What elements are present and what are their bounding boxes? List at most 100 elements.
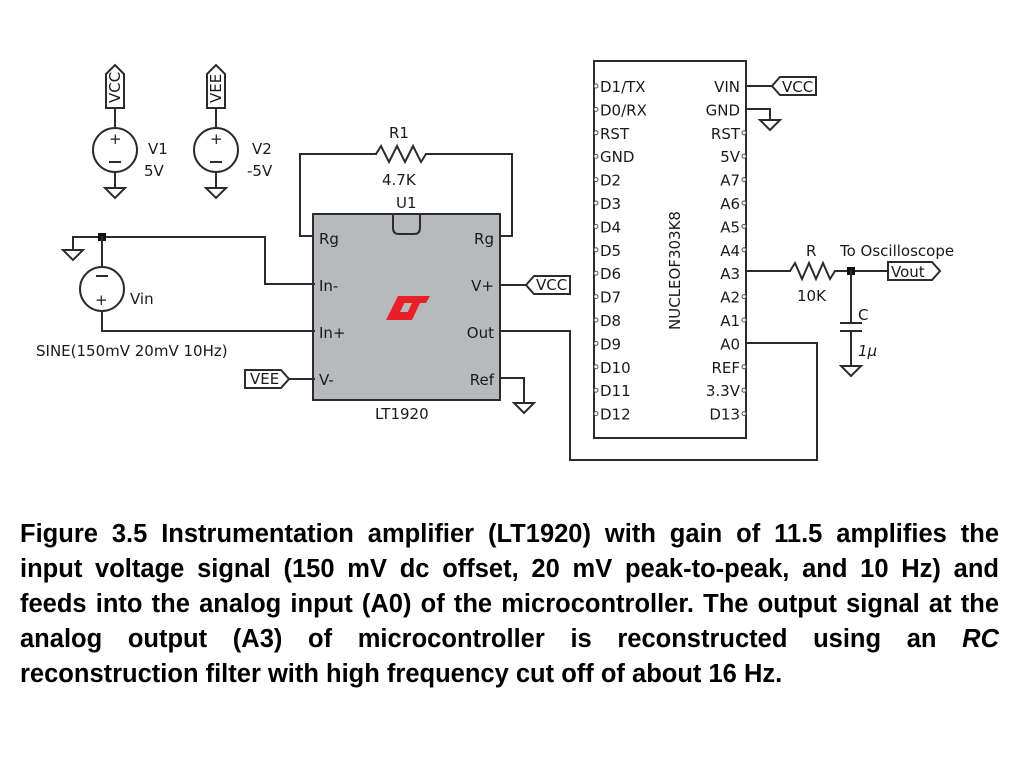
pin-stub xyxy=(741,411,747,417)
pin-stub xyxy=(593,340,599,346)
vee-flag-label: VEE xyxy=(250,370,279,388)
amplifier-body xyxy=(312,213,501,401)
vcc-net-flag xyxy=(524,275,571,295)
v2-name: V2 xyxy=(252,140,272,158)
filter-r-value: 10K xyxy=(797,287,827,305)
mcu-left-pin: D5 xyxy=(600,242,621,260)
r1-gain-resistor: R1 4.7K xyxy=(299,124,513,237)
u1-pin-in-plus: In+ xyxy=(319,324,346,342)
mcu-right-pin: A1 xyxy=(720,312,740,330)
rc-filter: R 10K C 1μ To Oscilloscope Vout xyxy=(745,242,954,378)
pin-stub xyxy=(593,177,599,183)
vin-source: + Vin SINE(150mV 20mV 10Hz) xyxy=(36,233,315,360)
linear-tech-logo-icon xyxy=(386,296,430,320)
pin-stub xyxy=(741,294,747,300)
vin-spec: SINE(150mV 20mV 10Hz) xyxy=(36,342,228,360)
pin-stub xyxy=(741,247,747,253)
mcu-left-pin: D4 xyxy=(600,218,621,236)
r1-value: 4.7K xyxy=(382,171,417,189)
u1-pin-v-minus: V- xyxy=(319,371,334,389)
vout-flag-label: Vout xyxy=(891,263,925,281)
mcu-left-pin: D11 xyxy=(600,382,631,400)
u1-pin-v-plus: V+ xyxy=(471,277,494,295)
mcu-left-pin: D10 xyxy=(600,359,631,377)
pin-stub xyxy=(741,200,747,206)
ground-icon xyxy=(102,187,128,200)
caption-text-2: reconstruction filter with high frequenc… xyxy=(20,660,783,688)
v1-source: VCC + V1 5V xyxy=(92,63,168,200)
filter-c-value: 1μ xyxy=(858,342,877,360)
vcc-flag-label: VCC xyxy=(536,276,567,294)
pin-stub xyxy=(593,130,599,136)
vcc-flag-label: VCC xyxy=(106,72,124,103)
mcu-left-pin: D2 xyxy=(600,172,621,190)
mcu-right-pin: A5 xyxy=(720,218,740,236)
pin-stub xyxy=(741,223,747,229)
u1-pin-rg-right: Rg xyxy=(474,230,494,248)
pin-stub xyxy=(593,153,599,159)
r1-ref: R1 xyxy=(389,124,409,142)
vout-net-flag xyxy=(887,261,942,281)
mcu-right-pin: A4 xyxy=(720,242,740,260)
mcu-left-pin: D7 xyxy=(600,289,621,307)
pin-stub xyxy=(741,364,747,370)
schematic: VCC + V1 5V VEE + V2 -5V R1 4.7K U1 xyxy=(36,60,954,461)
mcu-right-pin: RST xyxy=(711,125,741,143)
u1-pin-rg-left: Rg xyxy=(319,230,339,248)
mcu-left-pin: D6 xyxy=(600,265,621,283)
mcu-left-pin: GND xyxy=(600,148,634,166)
mcu-right-pin: 3.3V xyxy=(706,382,741,400)
pin-stub xyxy=(741,153,747,159)
mcu-right-pin: A7 xyxy=(720,172,740,190)
ground-icon xyxy=(511,402,537,415)
vee-net-flag xyxy=(206,63,226,109)
ground-icon xyxy=(838,365,864,378)
u1-pin-ref: Ref xyxy=(470,371,495,389)
vcc-to-vplus: VCC xyxy=(499,275,571,295)
mcu-right-pin: A3 xyxy=(720,265,740,283)
resistor-icon xyxy=(789,260,836,282)
pin-stub xyxy=(741,317,747,323)
resistor-icon xyxy=(375,143,427,165)
u1-pin-out: Out xyxy=(467,324,494,342)
mcu-right-pin: A0 xyxy=(720,335,740,353)
plus-sign: + xyxy=(109,130,122,148)
v1-value: 5V xyxy=(144,162,165,180)
filter-c-ref: C xyxy=(858,306,868,324)
pin-stub xyxy=(741,130,747,136)
mcu-left-pin: D0/RX xyxy=(600,101,647,119)
v1-name: V1 xyxy=(148,140,168,158)
mcu-right-pin: A6 xyxy=(720,195,740,213)
vee-flag-label: VEE xyxy=(207,74,225,103)
vee-to-vminus: VEE xyxy=(244,369,315,389)
vcc-net-flag xyxy=(105,63,125,109)
mcu-left-pin: D8 xyxy=(600,312,621,330)
ground-icon xyxy=(203,187,229,200)
figure-caption: Figure 3.5 Instrumentation amplifier (LT… xyxy=(20,517,999,692)
pin-stub xyxy=(741,177,747,183)
mcu-left-pin: D3 xyxy=(600,195,621,213)
mcu-left-pin: D9 xyxy=(600,335,621,353)
pin-stub xyxy=(593,294,599,300)
mcu-part: NUCLEOF303K8 xyxy=(666,211,684,330)
filter-r-ref: R xyxy=(806,242,816,260)
v2-source: VEE + V2 -5V xyxy=(193,63,273,200)
ref-ground xyxy=(499,377,537,415)
mcu-left-pin: RST xyxy=(600,125,630,143)
lt1920-amplifier: U1 Rg In- In+ V- Rg V+ Out Ref LT1920 xyxy=(312,194,501,423)
pin-stub xyxy=(593,247,599,253)
pin-stub xyxy=(593,223,599,229)
mcu-left-pin: D1/TX xyxy=(600,78,646,96)
pin-stub xyxy=(593,411,599,417)
mcu-right-pin: GND xyxy=(706,101,740,119)
figure-label: Figure 3.5 xyxy=(20,520,148,548)
vin-name: Vin xyxy=(130,290,154,308)
vin-plus: + xyxy=(95,291,108,309)
mcu-right-pin: VIN xyxy=(714,78,740,96)
pin-stub xyxy=(741,387,747,393)
mcu-right-pin: A2 xyxy=(720,289,740,307)
out-to-a0-wire xyxy=(499,330,818,461)
mcu-right-pin: D13 xyxy=(709,406,740,424)
pin-stub xyxy=(593,270,599,276)
v2-value: -5V xyxy=(247,162,273,180)
